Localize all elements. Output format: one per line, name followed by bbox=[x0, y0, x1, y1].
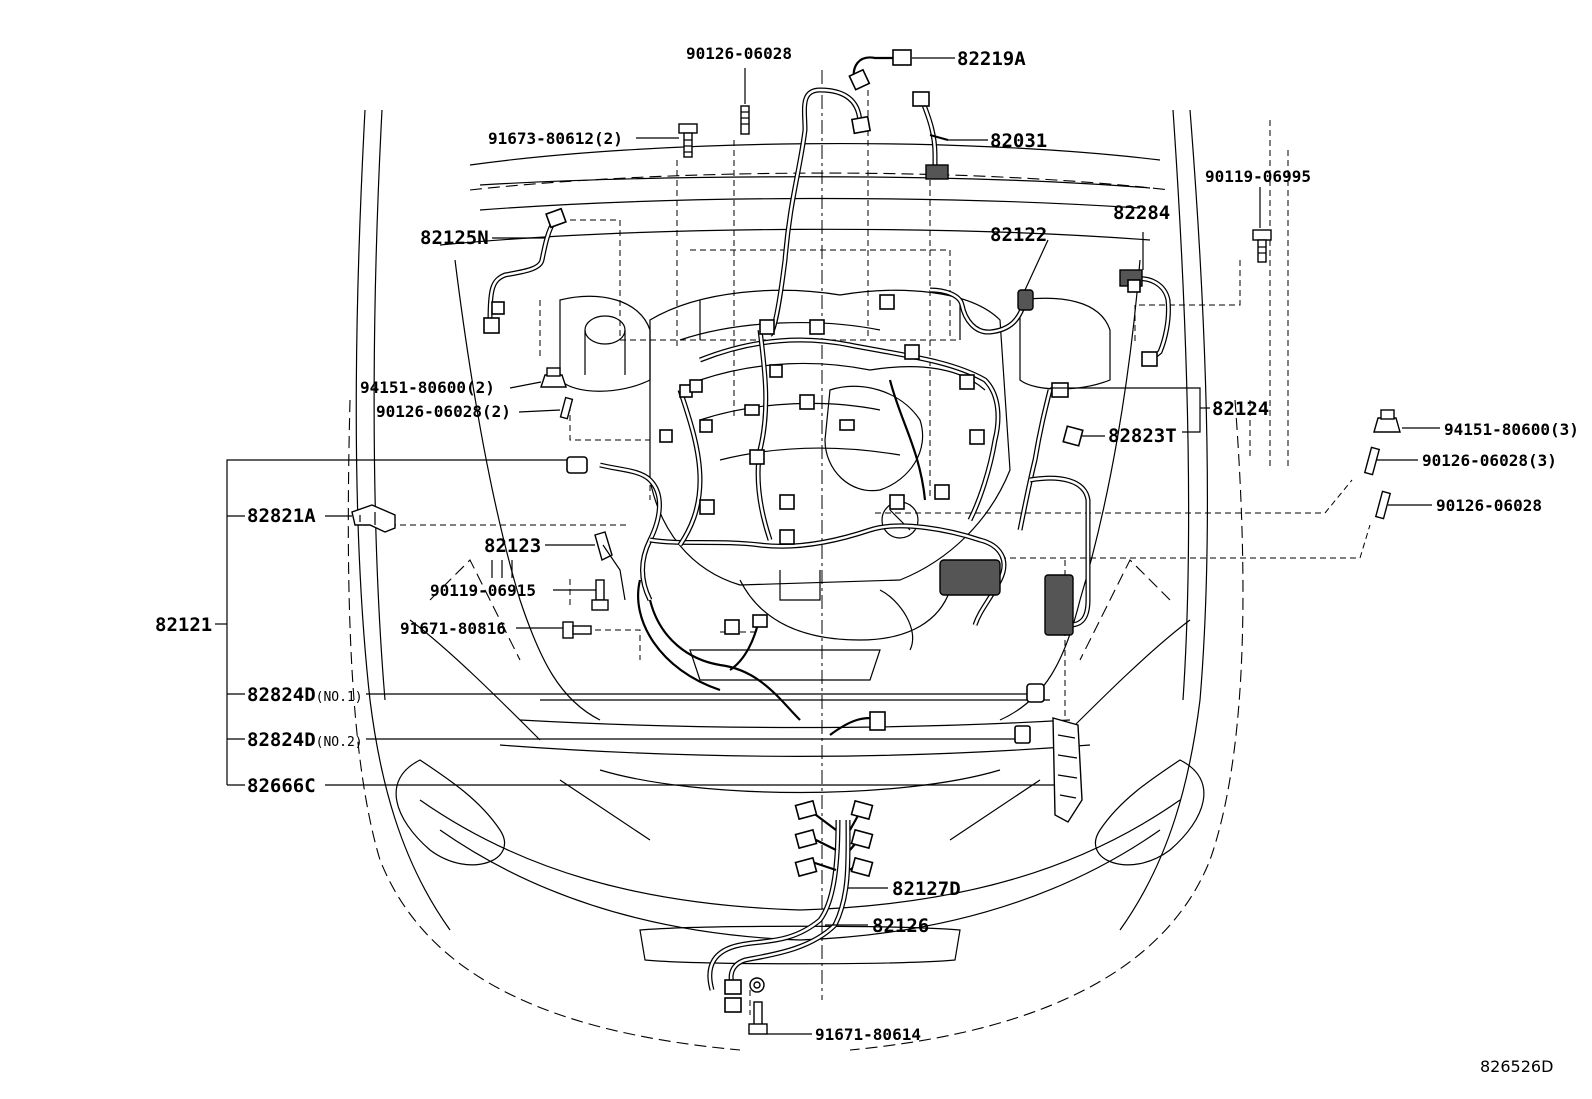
part-label-82031: 82031 bbox=[990, 130, 1047, 152]
fastener-parts bbox=[351, 105, 1401, 1035]
part-label-82284: 82284 bbox=[1113, 202, 1170, 224]
part-suffix: (NO.2) bbox=[316, 735, 363, 750]
part-label-91671-80816: 91671-80816 bbox=[400, 619, 506, 638]
clip-icon bbox=[594, 531, 626, 601]
connector-icon bbox=[1014, 725, 1031, 744]
part-label-90126-06028-3: 90126-06028(3) bbox=[1422, 451, 1557, 470]
clamp-icon bbox=[351, 504, 396, 533]
part-label-82127d: 82127D bbox=[892, 878, 961, 900]
part-label-82125n: 82125N bbox=[420, 227, 489, 249]
stud-icon bbox=[559, 396, 574, 420]
engine-assembly bbox=[649, 289, 1011, 681]
part-label-82121: 82121 bbox=[155, 614, 212, 636]
part-label-90126-06028-top: 90126-06028 bbox=[686, 44, 792, 63]
wire-harness-82127d-82126 bbox=[707, 799, 874, 1013]
part-label-90126-06028-2: 90126-06028(2) bbox=[376, 402, 511, 421]
part-number: 82824D bbox=[247, 729, 316, 751]
nut-icon bbox=[1373, 409, 1401, 433]
part-labels: 82219A 82031 90126-06028 91673-80612(2) … bbox=[155, 44, 1579, 1076]
part-label-82821a: 82821A bbox=[247, 505, 316, 527]
part-label-82124: 82124 bbox=[1212, 398, 1269, 420]
bolt-icon bbox=[678, 123, 698, 158]
part-label-82823t: 82823T bbox=[1108, 425, 1177, 447]
part-suffix: (NO.1) bbox=[316, 690, 363, 705]
wire-harness-82121-main bbox=[566, 294, 1074, 736]
leader-lines bbox=[215, 57, 1440, 1035]
part-label-82126: 82126 bbox=[872, 915, 929, 937]
part-label-90119-06915: 90119-06915 bbox=[430, 581, 536, 600]
wire-harness-82124 bbox=[1017, 382, 1091, 628]
part-number: 82824D bbox=[247, 684, 316, 706]
wire-harness-82125n bbox=[483, 207, 567, 334]
wire-harness-82219a bbox=[767, 49, 912, 337]
nut-icon bbox=[540, 367, 567, 388]
wire-harness-82284 bbox=[1119, 269, 1171, 367]
part-label-94151-80600-2: 94151-80600(2) bbox=[360, 378, 495, 397]
part-label-91671-80614: 91671-80614 bbox=[815, 1025, 921, 1044]
figure-code: 826526D bbox=[1480, 1057, 1553, 1076]
part-label-91673-80612: 91673-80612(2) bbox=[488, 129, 623, 148]
bolt-icon bbox=[591, 579, 609, 611]
part-label-94151-80600-3: 94151-80600(3) bbox=[1444, 420, 1579, 439]
wire-harness-82122 bbox=[929, 287, 1034, 335]
stud-icon bbox=[740, 105, 750, 135]
bolt-icon bbox=[1252, 229, 1272, 263]
part-label-82122: 82122 bbox=[990, 224, 1047, 246]
stud-icon bbox=[1374, 490, 1392, 520]
bolt-icon bbox=[748, 1001, 768, 1035]
bolt-icon bbox=[562, 621, 592, 639]
stud-icon bbox=[1363, 446, 1381, 476]
connector-icon bbox=[1026, 683, 1045, 703]
part-label-90119-06995: 90119-06995 bbox=[1205, 167, 1311, 186]
wire-harness-82031 bbox=[912, 91, 949, 180]
part-label-82219a: 82219A bbox=[957, 48, 1026, 70]
wire-harness-82666c bbox=[1052, 717, 1083, 823]
part-label-90126-06028-right: 90126-06028 bbox=[1436, 496, 1542, 515]
vehicle-body-outline bbox=[347, 109, 1244, 1051]
part-label-82666c: 82666C bbox=[247, 775, 316, 797]
part-label-82123: 82123 bbox=[484, 535, 541, 557]
part-label-82824d-no2: 82824D(NO.2) bbox=[247, 729, 363, 751]
part-label-82824d-no1: 82824D(NO.1) bbox=[247, 684, 363, 706]
